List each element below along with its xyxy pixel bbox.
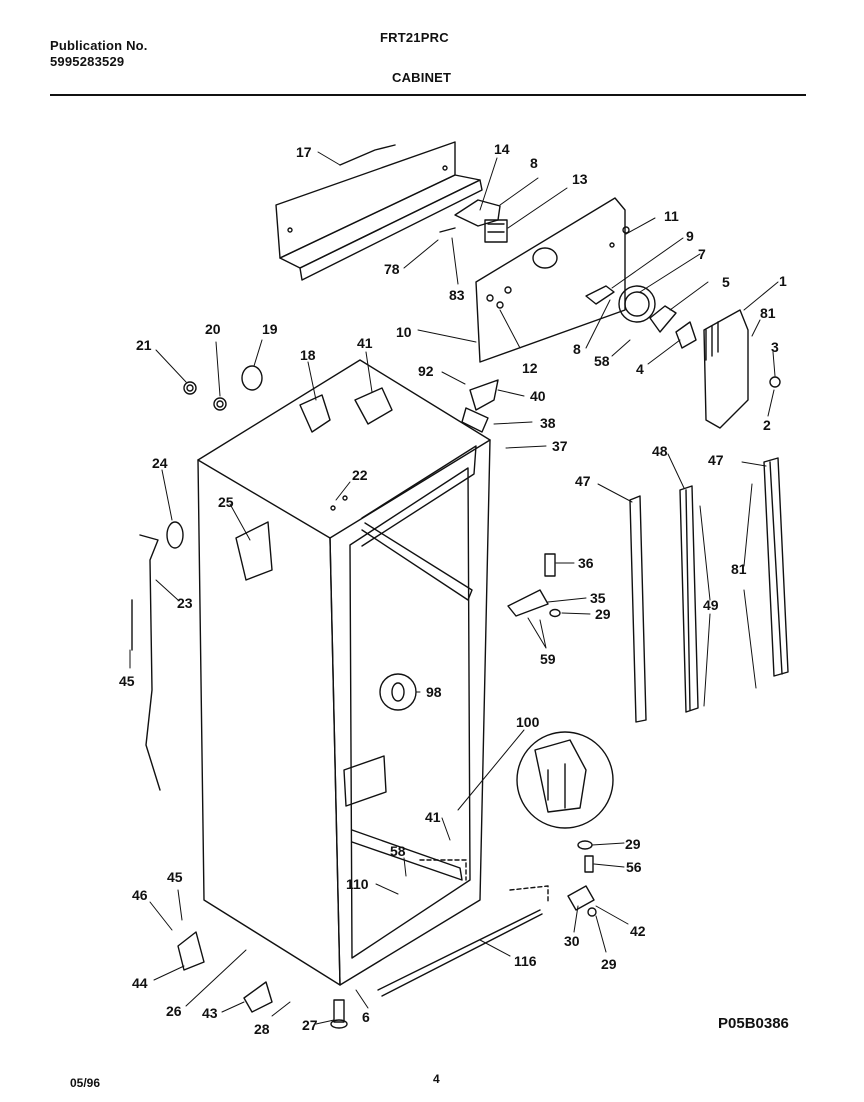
callout: 5 xyxy=(722,274,730,290)
callout: 11 xyxy=(664,208,679,224)
callout: 37 xyxy=(552,438,568,454)
callout: 46 xyxy=(132,887,148,903)
callout: 29 xyxy=(595,606,611,622)
callout: 110 xyxy=(346,876,369,892)
section-title: CABINET xyxy=(392,70,452,85)
callout: 9 xyxy=(686,228,694,244)
callout: 17 xyxy=(296,144,312,160)
refrigerator-cabinet xyxy=(197,359,491,986)
callout: 98 xyxy=(426,684,442,700)
evaporator-cover xyxy=(475,197,626,363)
callout: 45 xyxy=(119,673,135,689)
top-trim-panel xyxy=(275,141,483,281)
lower-hinge-parts xyxy=(567,840,597,917)
callout: 40 xyxy=(530,388,546,404)
callout: 20 xyxy=(205,321,221,337)
publication-label: Publication No. xyxy=(50,38,148,53)
callout-labels: 17 14 8 13 11 9 7 5 1 81 3 2 4 58 8 12 1… xyxy=(119,141,787,1037)
callout: 47 xyxy=(575,473,591,489)
callout: 13 xyxy=(572,171,588,187)
callout: 41 xyxy=(425,809,441,825)
callout: 44 xyxy=(132,975,148,991)
callout: 27 xyxy=(302,1017,318,1033)
callout: 59 xyxy=(540,651,556,667)
publication-number: 5995283529 xyxy=(50,54,125,69)
dashed-outline-2 xyxy=(509,885,549,903)
callout: 18 xyxy=(300,347,316,363)
top-hinge-brackets xyxy=(299,379,499,433)
control-bracket xyxy=(235,521,273,581)
callout: 3 xyxy=(771,339,779,355)
callout: 48 xyxy=(652,443,668,459)
callout: 58 xyxy=(594,353,610,369)
callout: 47 xyxy=(708,452,724,468)
callout: 36 xyxy=(578,555,594,571)
diagram-code: P05B0386 xyxy=(718,1015,789,1032)
toe-grille-rail xyxy=(377,909,543,997)
bottom-hinge-plates xyxy=(177,931,348,1029)
callout: 45 xyxy=(167,869,183,885)
callout: 29 xyxy=(601,956,617,972)
callout: 38 xyxy=(540,415,556,431)
callout: 35 xyxy=(590,590,606,606)
model-number: FRT21PRC xyxy=(380,30,449,45)
callout: 23 xyxy=(177,595,193,611)
callout: 26 xyxy=(166,1003,182,1019)
callout: 56 xyxy=(626,859,642,875)
callout: 49 xyxy=(703,597,719,613)
fan-motor-assembly xyxy=(585,226,697,349)
callout: 8 xyxy=(573,341,581,357)
header-rule xyxy=(50,94,806,96)
plug-detail xyxy=(379,673,417,711)
callout: 7 xyxy=(698,246,706,262)
door-trim-strips xyxy=(629,457,789,723)
callout: 58 xyxy=(390,843,406,859)
callout: 78 xyxy=(384,261,400,277)
callout: 28 xyxy=(254,1021,270,1037)
callout: 10 xyxy=(396,324,412,340)
callout: 81 xyxy=(731,561,747,577)
bottom-hinge-parts xyxy=(507,553,561,618)
footer-date: 05/96 xyxy=(70,1076,101,1090)
callout: 6 xyxy=(362,1009,370,1025)
page-number: 4 xyxy=(433,1072,440,1086)
callout: 42 xyxy=(630,923,646,939)
callout: 8 xyxy=(530,155,538,171)
callout: 21 xyxy=(136,337,152,353)
callout: 81 xyxy=(760,305,776,321)
callout: 2 xyxy=(763,417,771,433)
small-fittings xyxy=(183,365,263,411)
callout: 19 xyxy=(262,321,278,337)
callout: 41 xyxy=(357,335,373,351)
door-stop-rod xyxy=(131,521,184,791)
callout: 83 xyxy=(449,287,465,303)
callout: 43 xyxy=(202,1005,218,1021)
callout: 14 xyxy=(494,141,510,157)
callout: 30 xyxy=(564,933,580,949)
callout: 4 xyxy=(636,361,644,377)
leader-lines xyxy=(129,151,779,1025)
damper-bracket xyxy=(439,199,508,243)
dashed-outline xyxy=(419,859,467,881)
air-duct xyxy=(703,309,781,429)
callout: 92 xyxy=(418,363,434,379)
callout: 100 xyxy=(516,714,540,730)
callout: 12 xyxy=(522,360,538,376)
detail-bubble xyxy=(516,731,614,829)
callout: 1 xyxy=(779,273,787,289)
callout: 116 xyxy=(514,953,537,969)
callout: 29 xyxy=(625,836,641,852)
callout: 24 xyxy=(152,455,168,471)
callout: 22 xyxy=(352,467,368,483)
callout: 25 xyxy=(218,494,234,510)
